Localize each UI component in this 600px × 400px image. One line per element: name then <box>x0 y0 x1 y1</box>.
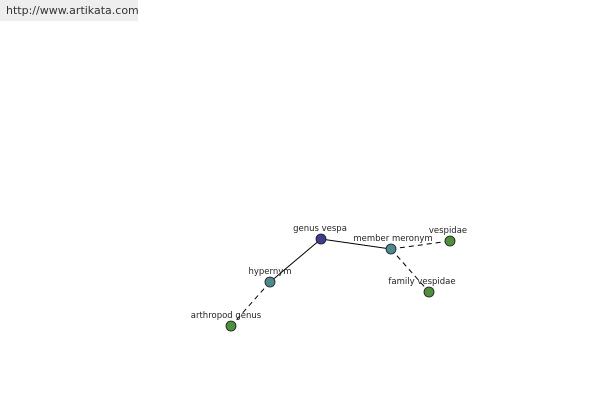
node-circle-arthropod-genus[interactable] <box>225 320 237 332</box>
node-arthropod-genus[interactable]: arthropod genus <box>191 311 262 332</box>
node-circle-hypernym[interactable] <box>264 276 276 288</box>
node-label-hypernym: hypernym <box>248 267 291 277</box>
node-hypernym[interactable]: hypernym <box>248 267 292 288</box>
node-circle-family-vespidae[interactable] <box>423 286 435 298</box>
node-circle-genus-vespa[interactable] <box>315 233 327 245</box>
nodes-layer: genus vespa hypernym arthropod genus member… <box>191 224 467 332</box>
edge-member-meronym-to-family-vespidae <box>390 248 430 293</box>
node-vespidae[interactable]: vespidae <box>429 226 467 247</box>
node-circle-member-meronym[interactable] <box>385 243 397 255</box>
node-family-vespidae[interactable]: family vespidae <box>388 277 456 298</box>
node-label-member-meronym: member meronym <box>353 234 432 244</box>
node-label-vespidae: vespidae <box>429 226 467 236</box>
edge-genus-vespa-to-member-meronym <box>320 238 392 250</box>
node-label-arthropod-genus: arthropod genus <box>191 311 262 321</box>
edges-layer <box>230 238 451 327</box>
node-member-meronym[interactable]: member meronym <box>353 234 433 255</box>
node-circle-vespidae[interactable] <box>444 235 456 247</box>
node-label-genus-vespa: genus vespa <box>293 224 347 234</box>
node-label-family-vespidae: family vespidae <box>388 277 455 287</box>
edge-hypernym-to-arthropod-genus <box>230 281 271 327</box>
watermark-url: http://www.artikata.com <box>0 0 139 21</box>
edge-member-meronym-to-vespidae <box>390 240 451 250</box>
node-genus-vespa[interactable]: genus vespa <box>293 224 347 245</box>
edge-genus-vespa-to-hypernym <box>269 238 322 283</box>
